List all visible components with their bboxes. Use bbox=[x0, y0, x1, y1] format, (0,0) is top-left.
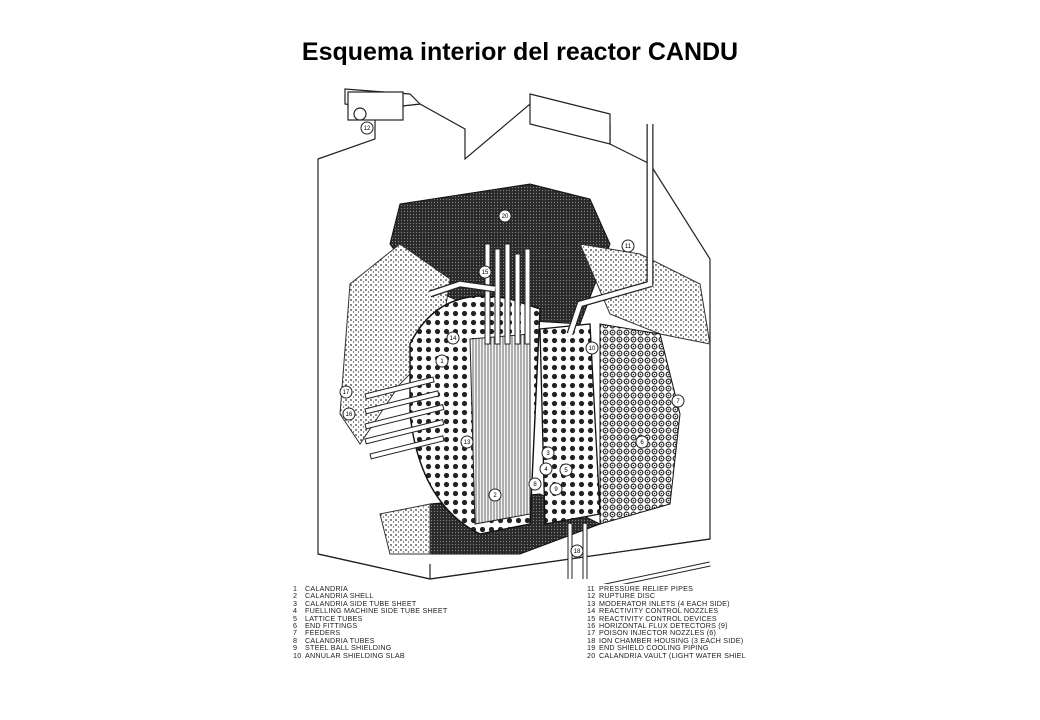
flux-detector-nozzles bbox=[364, 376, 445, 460]
callout-17: 17 bbox=[339, 385, 353, 399]
svg-text:7: 7 bbox=[676, 399, 680, 405]
callout-7: 7 bbox=[671, 394, 685, 408]
svg-text:2: 2 bbox=[493, 493, 497, 499]
svg-text:11: 11 bbox=[625, 244, 632, 250]
callout-20: 20 bbox=[498, 209, 512, 223]
svg-text:15: 15 bbox=[482, 270, 489, 276]
page-title: Esquema interior del reactor CANDU bbox=[301, 38, 739, 66]
svg-text:10: 10 bbox=[589, 346, 596, 352]
svg-text:16: 16 bbox=[346, 412, 353, 418]
callout-3: 3 bbox=[541, 446, 555, 460]
callout-14: 14 bbox=[446, 331, 460, 345]
svg-text:4: 4 bbox=[544, 467, 548, 473]
candu-reactor-cutaway-drawing: 12 20 11 15 14 1 17 16 13 10 7 6 2 3 4 5… bbox=[317, 88, 711, 584]
callout-11: 11 bbox=[621, 239, 635, 253]
svg-text:13: 13 bbox=[464, 440, 471, 446]
callout-15: 15 bbox=[478, 265, 492, 279]
callout-13: 13 bbox=[460, 435, 474, 449]
svg-text:9: 9 bbox=[554, 487, 558, 493]
svg-text:6: 6 bbox=[640, 440, 644, 446]
svg-text:3: 3 bbox=[546, 451, 550, 457]
svg-text:1: 1 bbox=[440, 359, 444, 365]
callout-10: 10 bbox=[585, 341, 599, 355]
reactivity-control-rods bbox=[484, 243, 531, 345]
callout-9: 9 bbox=[549, 482, 563, 496]
svg-text:17: 17 bbox=[343, 390, 350, 396]
svg-text:8: 8 bbox=[533, 482, 537, 488]
callout-5: 5 bbox=[559, 463, 573, 477]
callout-4: 4 bbox=[539, 462, 553, 476]
feeder-bank bbox=[599, 323, 681, 525]
callout-8: 8 bbox=[528, 477, 542, 491]
callout-1: 1 bbox=[435, 354, 449, 368]
svg-text:20: 20 bbox=[502, 214, 509, 220]
svg-text:18: 18 bbox=[574, 549, 581, 555]
svg-text:14: 14 bbox=[450, 336, 457, 342]
svg-text:5: 5 bbox=[564, 468, 568, 474]
svg-text:12: 12 bbox=[364, 126, 371, 132]
callout-markers: 12 20 11 15 14 1 17 16 13 10 7 6 2 3 4 5… bbox=[339, 121, 685, 558]
callout-6: 6 bbox=[635, 435, 649, 449]
callout-12: 12 bbox=[360, 121, 374, 135]
rupture-disc bbox=[347, 91, 404, 121]
callout-18: 18 bbox=[570, 544, 584, 558]
callout-2: 2 bbox=[488, 488, 502, 502]
callout-16: 16 bbox=[342, 407, 356, 421]
